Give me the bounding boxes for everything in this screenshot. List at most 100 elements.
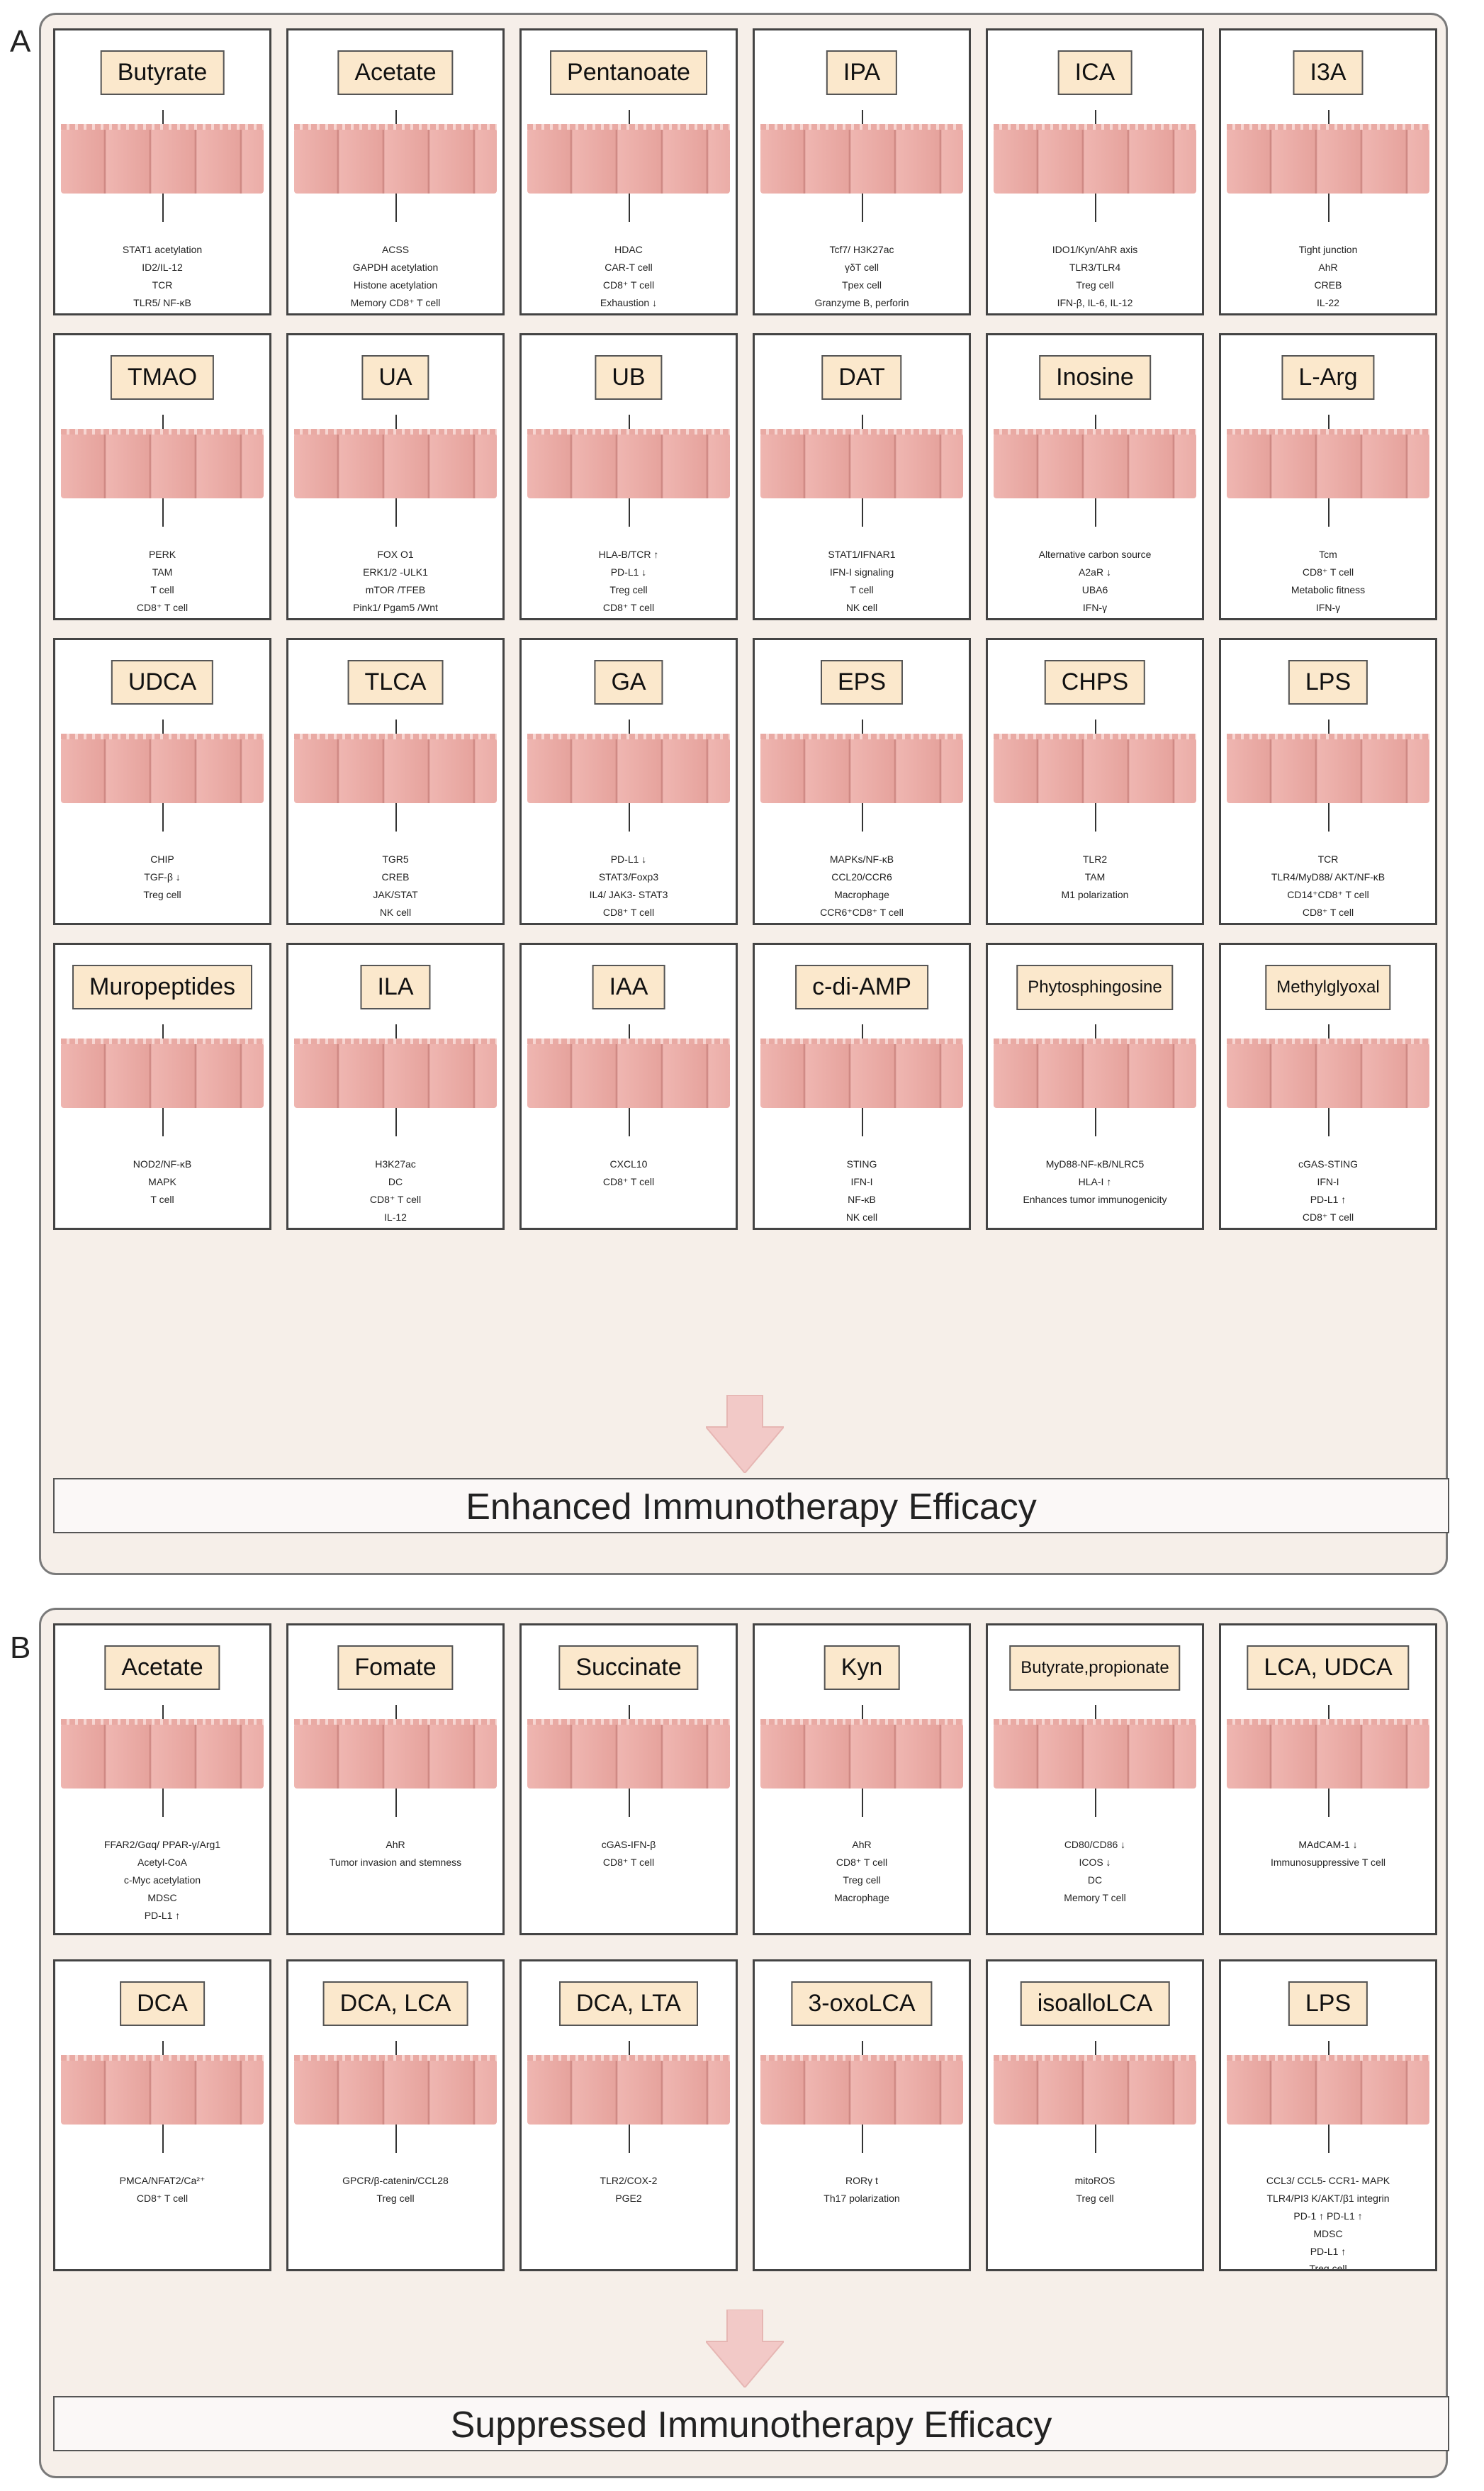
pathway-label: Macrophage: [834, 1891, 889, 1903]
module-title: 3-oxoLCA: [791, 1981, 933, 2026]
module-title: UDCA: [111, 660, 214, 705]
connector-line: [162, 415, 164, 433]
pathway-label: HDAC3/ δ-TBX21: [69, 314, 255, 315]
pathway-label: STING: [846, 1158, 877, 1170]
pathway-label: TLR4/PI3 K/AKT/β1 integrin: [1266, 2192, 1390, 2204]
pathway-label: c-Myc acetylation: [123, 1874, 201, 1886]
pathway-label: TLR2: [1082, 853, 1108, 865]
pathway-label: DC: [388, 1175, 403, 1187]
connector-line: [862, 720, 863, 738]
connector-line: [395, 415, 397, 433]
banner-suppressed-text: Suppressed Immunotherapy Efficacy: [450, 2405, 1052, 2446]
module-title: IPA: [826, 50, 898, 95]
pathway-label: HDAC: [614, 244, 643, 255]
pathway-label: CCL20/CCR6: [831, 871, 892, 883]
module-title: c-di-AMP: [795, 965, 928, 1009]
module-title: LPS: [1288, 1981, 1368, 2026]
pathway-label: AhR: [386, 1839, 405, 1850]
down-arrow-b-shape: [704, 2309, 786, 2389]
module-title: IAA: [592, 965, 665, 1009]
intestinal-epithelium: [760, 2055, 963, 2125]
intestinal-epithelium: [294, 124, 497, 194]
pathway-label: IFN-γ: [1082, 601, 1108, 613]
connector-line: [162, 1705, 164, 1723]
intestinal-epithelium: [1227, 429, 1429, 498]
intestinal-epithelium: [994, 429, 1196, 498]
pathway-label: Memory CD8⁺ T cell: [350, 296, 441, 308]
pathway-label: Treg cell: [536, 924, 721, 925]
pathway-label: CD8⁺ T cell: [1235, 314, 1421, 315]
pathway-label: Tumor invasion and stemness: [329, 1856, 462, 1868]
pathway-label: M1 polarization: [1061, 888, 1129, 900]
intestinal-epithelium: [527, 124, 730, 194]
connector-line: [1328, 1024, 1330, 1043]
intestinal-epithelium: [1227, 2055, 1429, 2125]
pathway-label: TGF-β ↓: [144, 871, 181, 883]
intestinal-epithelium: [527, 734, 730, 803]
module-title: DCA: [120, 1981, 205, 2026]
connector-line: [395, 2125, 397, 2153]
pathway-label: CD8⁺ T cell: [602, 1175, 655, 1187]
connector-line: [1095, 803, 1096, 832]
pathway-label: Antigen presentation: [536, 619, 721, 620]
pathway-label: CD80/CD86 ↓: [1064, 1839, 1126, 1850]
pathway-label: MAdCAM-1 ↓: [1298, 1839, 1358, 1850]
connector-line: [395, 1108, 397, 1136]
module-title: Succinate: [558, 1645, 699, 1690]
connector-line: [629, 1024, 630, 1043]
pathway-label: Metabolic fitness: [1291, 583, 1366, 595]
connector-line: [629, 415, 630, 433]
banner-enhanced: Enhanced Immunotherapy Efficacy: [53, 1478, 1449, 1533]
pathway-label: DC: [769, 1228, 955, 1230]
connector-line: [1328, 2125, 1330, 2153]
pathway-label: HLA-B/TCR ↑: [598, 549, 659, 560]
pathway-label: CD8⁺ T cell: [1302, 566, 1354, 578]
connector-line: [862, 2041, 863, 2059]
pathway-label: MAPK: [148, 1175, 176, 1187]
pathway-label: PD-L1 ↑: [1310, 2245, 1347, 2257]
connector-line: [1328, 720, 1330, 738]
connector-line: [629, 720, 630, 738]
module-title: UB: [595, 355, 663, 400]
pathway-label: Immunosuppressive T cell: [1270, 1856, 1386, 1868]
module-title: I3A: [1293, 50, 1364, 95]
pathway-label: CXCL10: [609, 1158, 648, 1170]
connector-line: [162, 1789, 164, 1817]
pathway-label: Tpex cell: [841, 279, 882, 291]
connector-line: [1328, 498, 1330, 527]
connector-line: [1095, 110, 1096, 128]
module-title: Inosine: [1039, 355, 1151, 400]
connector-line: [1095, 1108, 1096, 1136]
module-title: CHPS: [1044, 660, 1146, 705]
pathway-label: IL-12: [384, 1211, 407, 1223]
intestinal-epithelium: [61, 1039, 264, 1108]
pathway-label: IL4/ JAK3- STAT3: [589, 888, 668, 900]
intestinal-epithelium: [994, 2055, 1196, 2125]
connector-line: [629, 110, 630, 128]
pathway-label: MyD88-NF-κB/NLRC5: [1045, 1158, 1145, 1170]
module-title: L-Arg: [1281, 355, 1375, 400]
intestinal-epithelium: [294, 734, 497, 803]
intestinal-epithelium: [1227, 734, 1429, 803]
intestinal-epithelium: [294, 429, 497, 498]
connector-line: [1328, 2041, 1330, 2059]
module-title: Butyrate,propionate: [1009, 1645, 1181, 1691]
panel-letter-b: B: [10, 1630, 31, 1665]
